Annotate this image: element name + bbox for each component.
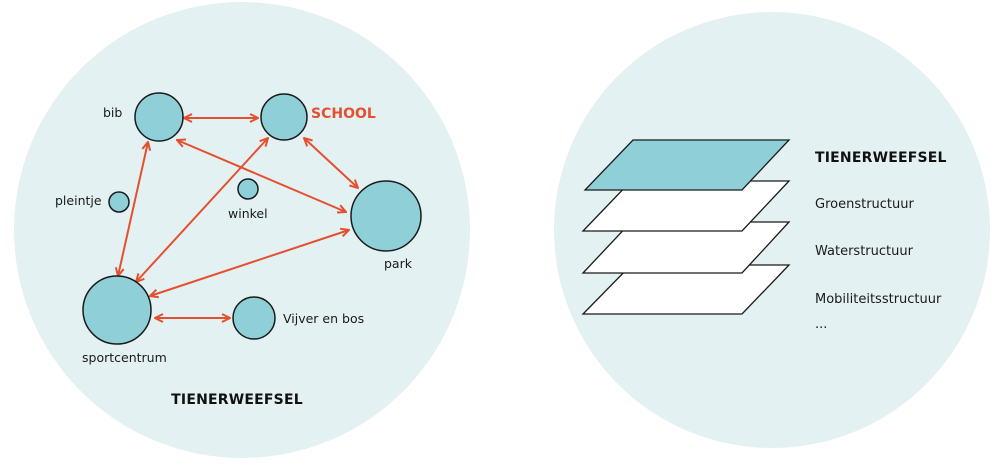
node-winkel bbox=[237, 178, 259, 200]
label-park: park bbox=[384, 256, 413, 271]
node-vijver bbox=[232, 296, 276, 340]
node-park bbox=[350, 180, 422, 252]
node-school bbox=[260, 93, 308, 141]
label-school: SCHOOL bbox=[311, 106, 376, 122]
left-title: TIENERWEEFSEL bbox=[171, 392, 303, 408]
network-nodes bbox=[82, 92, 422, 345]
layer-label-water: Waterstructuur bbox=[815, 244, 914, 259]
arrow-park-sportcentrum bbox=[150, 230, 349, 296]
label-pleintje: pleintje bbox=[55, 193, 102, 208]
layer-tienerweefsel bbox=[583, 139, 791, 191]
label-vijver: Vijver en bos bbox=[283, 311, 364, 326]
network-arrows bbox=[118, 118, 358, 318]
label-winkel: winkel bbox=[228, 206, 268, 221]
layer-label-ellipsis: ... bbox=[815, 317, 827, 332]
node-bib bbox=[134, 92, 184, 142]
label-sportcentrum: sportcentrum bbox=[82, 350, 167, 365]
layer-label-groen: Groenstructuur bbox=[815, 197, 915, 212]
layer-label-mobiliteit: Mobiliteitsstructuur bbox=[815, 292, 942, 307]
layer-stack bbox=[581, 139, 791, 315]
label-bib: bib bbox=[103, 105, 122, 120]
right-title: TIENERWEEFSEL bbox=[815, 150, 947, 166]
node-pleintje bbox=[108, 191, 130, 213]
node-sportcentrum bbox=[82, 275, 152, 345]
